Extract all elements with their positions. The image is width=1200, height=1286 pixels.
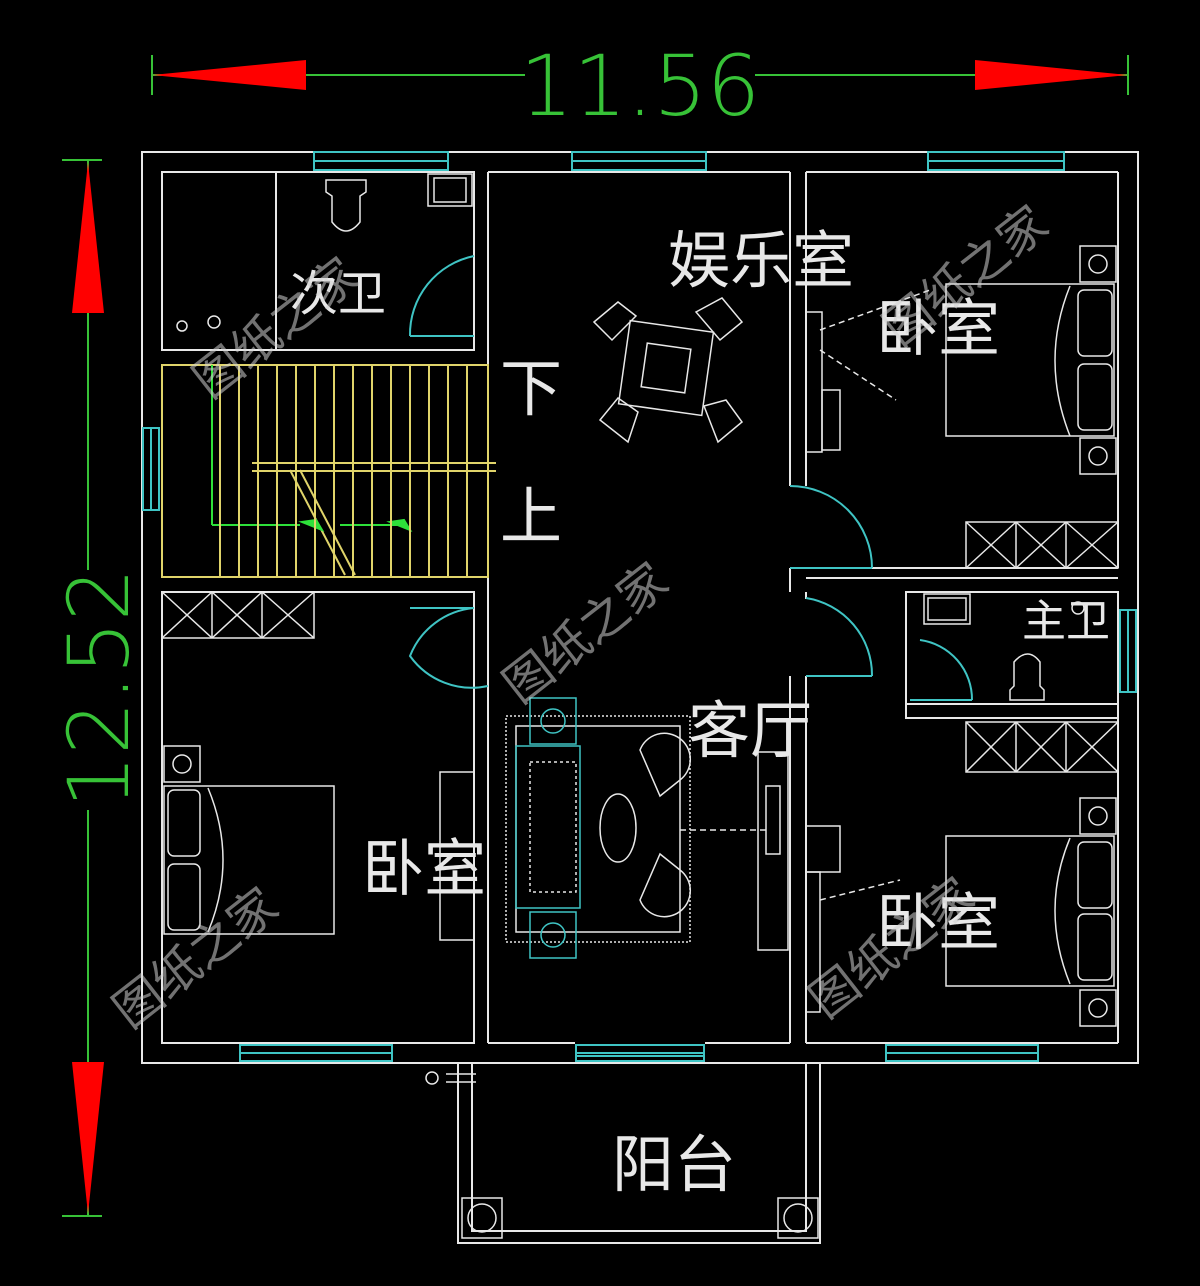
- master-bath-fixtures: [923, 593, 1085, 701]
- label-master-bath: 主卫: [1022, 596, 1110, 647]
- bed-bottom-right: [945, 797, 1117, 1027]
- staircase: [161, 364, 496, 578]
- arrow-down-icon: [72, 1062, 104, 1214]
- label-bedroom-top-right: 卧室: [876, 292, 1000, 365]
- guest-bath-fixtures: [161, 171, 473, 351]
- label-living-room: 客厅: [688, 694, 812, 767]
- game-table: [592, 297, 744, 444]
- arrow-left-icon: [152, 60, 306, 90]
- dimension-top: 11.56: [151, 37, 1129, 135]
- wardrobes: [161, 521, 1119, 773]
- label-balcony: 阳台: [612, 1128, 736, 1201]
- height-dimension-label: 12.52: [50, 568, 148, 808]
- doors: [408, 255, 974, 1057]
- label-stair-down: 下: [500, 352, 562, 425]
- sofa-set: [505, 697, 692, 959]
- watermark: 图纸之家: [103, 877, 289, 1039]
- windows: [142, 151, 1137, 1062]
- tv-cabinets: [439, 289, 931, 1013]
- room-labels: 次卫 娱乐室 下 上 卧室 主卫 客厅 卧室 卧室 阳台: [290, 224, 1110, 1201]
- label-guest-bath: 次卫: [290, 266, 386, 322]
- balcony-details: [425, 1071, 819, 1239]
- arrow-right-icon: [975, 60, 1128, 90]
- label-stair-up: 上: [500, 480, 562, 553]
- label-bedroom-left: 卧室: [362, 832, 486, 905]
- bed-left: [163, 745, 335, 935]
- watermark: 图纸之家: [493, 552, 679, 714]
- watermarks: 图纸之家 图纸之家 图纸之家 图纸之家 图纸之家: [103, 195, 1059, 1039]
- label-entertainment-room: 娱乐室: [668, 224, 854, 297]
- bed-top-right: [945, 245, 1117, 475]
- label-bedroom-bottom-right: 卧室: [876, 886, 1000, 959]
- width-dimension-label: 11.56: [520, 37, 760, 135]
- dimension-left: 12.52: [50, 159, 148, 1217]
- arrow-up-icon: [72, 162, 104, 313]
